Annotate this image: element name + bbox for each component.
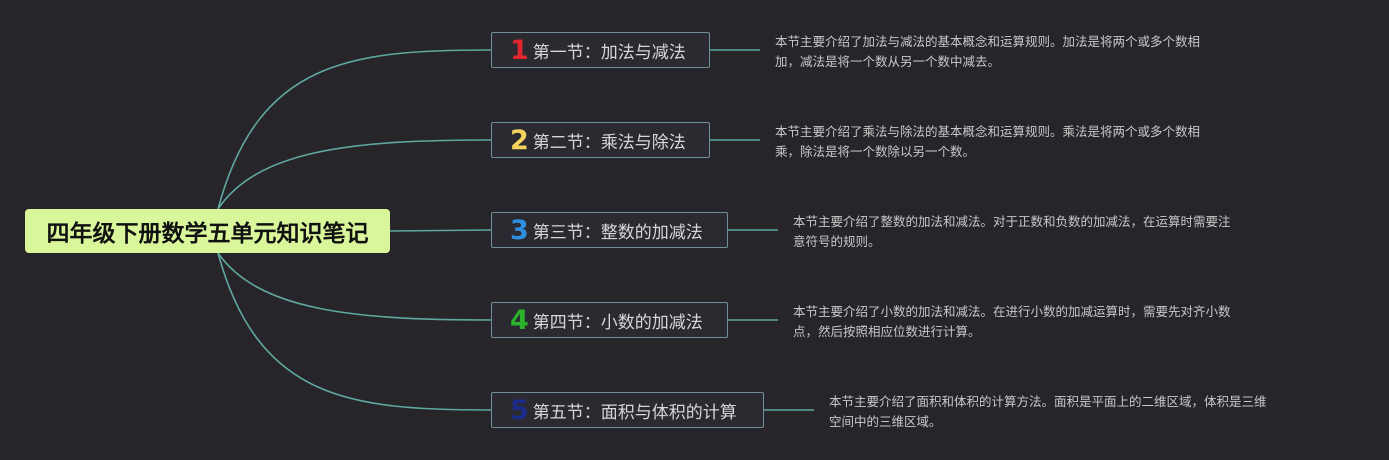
section-number-5: 5 <box>510 394 529 426</box>
section-node-3[interactable]: 3 第三节：整数的加减法 <box>491 212 728 248</box>
connector-root-to-section-3 <box>389 229 492 232</box>
section-title-3: 第三节：整数的加减法 <box>532 222 703 243</box>
section-title-1: 第一节：加法与减法 <box>532 42 686 63</box>
section-title-2: 第二节：乘法与除法 <box>532 132 686 153</box>
section-description-2: 本节主要介绍了乘法与除法的基本概念和运算规则。乘法是将两个或多个数相 乘，除法是… <box>775 124 1201 159</box>
connector-root-to-section-2 <box>217 139 492 210</box>
section-number-3: 3 <box>510 214 529 246</box>
connector-root-to-section-5 <box>217 252 492 411</box>
section-description-1: 本节主要介绍了加法与减法的基本概念和运算规则。加法是将两个或多个数相 加，减法是… <box>775 34 1201 69</box>
section-node-2[interactable]: 2 第二节：乘法与除法 <box>491 122 710 158</box>
section-number-1: 1 <box>510 34 529 66</box>
section-number-2: 2 <box>510 124 529 156</box>
section-description-5: 本节主要介绍了面积和体积的计算方法。面积是平面上的二维区域，体积是三维 空间中的… <box>829 394 1267 429</box>
section-description-3: 本节主要介绍了整数的加法和减法。对于正数和负数的加减法，在运算时需要注 意符号的… <box>793 214 1231 249</box>
section-node-5[interactable]: 5 第五节：面积与体积的计算 <box>491 392 764 428</box>
section-title-5: 第五节：面积与体积的计算 <box>532 402 737 423</box>
section-number-4: 4 <box>510 304 529 336</box>
section-title-4: 第四节：小数的加减法 <box>532 312 703 333</box>
connector-root-to-section-4 <box>217 252 492 321</box>
connector-root-to-section-1 <box>217 49 492 210</box>
section-node-1[interactable]: 1 第一节：加法与减法 <box>491 32 710 68</box>
section-node-4[interactable]: 4 第四节：小数的加减法 <box>491 302 728 338</box>
section-description-4: 本节主要介绍了小数的加法和减法。在进行小数的加减运算时，需要先对齐小数 点，然后… <box>793 304 1231 339</box>
root-title: 四年级下册数学五单元知识笔记 <box>46 221 369 247</box>
root-topic[interactable]: 四年级下册数学五单元知识笔记 <box>25 209 390 253</box>
connector-lines <box>217 49 814 411</box>
